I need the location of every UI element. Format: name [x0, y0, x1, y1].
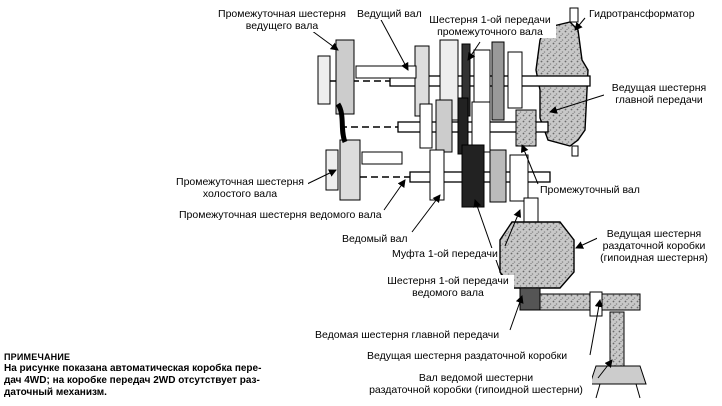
label-line: Вал ведомой шестерни — [418, 372, 534, 384]
note-line: дач 4WD; на коробке передач 2WD отсутств… — [4, 375, 260, 386]
label-output-shaft: Ведомый вал — [341, 233, 409, 245]
label-line: (гипоидная шестерня) — [600, 252, 708, 264]
label-line: Ведущая шестерня — [611, 82, 707, 94]
label-line: Шестерня 1-ой передачи — [387, 275, 509, 287]
transfer-case-drawing — [499, 197, 647, 399]
label-gear1-countershaft: Шестерня 1-ой передачи промежуточного ва… — [424, 14, 556, 38]
label-input-shaft: Ведущий вал — [356, 8, 423, 20]
countershaft-drawing — [340, 97, 549, 155]
note-line: даточный механизм. — [4, 387, 107, 398]
label-transfer-drive-gear-bottom: Ведущая шестерня раздаточной коробки — [366, 350, 569, 362]
label-line: главной передачи — [615, 94, 703, 106]
label-line: раздаточной коробки — [602, 240, 706, 252]
label-idler-drive-gear: Промежуточная шестерня ведущего вала — [207, 8, 357, 32]
label-line: Промежуточная шестерня — [218, 8, 346, 20]
label-transfer-driven-shaft: Вал ведомой шестерни раздаточной коробки… — [360, 372, 592, 396]
note-line: На рисунке показана автоматическая короб… — [4, 363, 262, 374]
idler-gear-train-drawing — [317, 39, 417, 201]
label-line: Шестерня 1-ой передачи — [429, 14, 551, 26]
label-countershaft: Промежуточный вал — [539, 184, 641, 196]
label-line: холостого вала — [202, 188, 278, 200]
label-reverse-idler: Промежуточная шестерня холостого вала — [172, 176, 308, 200]
note-title: ПРИМЕЧАНИЕ — [4, 352, 71, 362]
label-line: промежуточного вала — [437, 26, 543, 38]
label-line: Ведущая шестерня — [606, 228, 702, 240]
label-line: раздаточной коробки (гипоидной шестерни) — [369, 384, 583, 396]
label-final-drive-gear: Ведущая шестерня главной передачи — [604, 82, 714, 106]
label-idler-driven-gear: Промежуточная шестерня ведомого вала — [178, 209, 383, 221]
label-transfer-drive-gear: Ведущая шестерня раздаточной коробки (ги… — [597, 228, 711, 264]
label-clutch-1st: Муфта 1-ой передачи — [391, 248, 499, 260]
label-line: ведомого вала — [412, 287, 484, 299]
note-block: ПРИМЕЧАНИЕ На рисунке показана автоматич… — [4, 351, 304, 399]
label-line: ведущего вала — [245, 20, 319, 32]
label-torque-converter: Гидротрансформатор — [588, 8, 696, 20]
label-final-driven-gear: Ведомая шестерня главной передачи — [314, 329, 501, 341]
leader-lines — [299, 17, 613, 379]
label-gear1-output: Шестерня 1-ой передачи ведомого вала — [382, 275, 514, 299]
output-shaft-drawing — [360, 144, 551, 208]
label-line: Промежуточная шестерня — [176, 176, 304, 188]
